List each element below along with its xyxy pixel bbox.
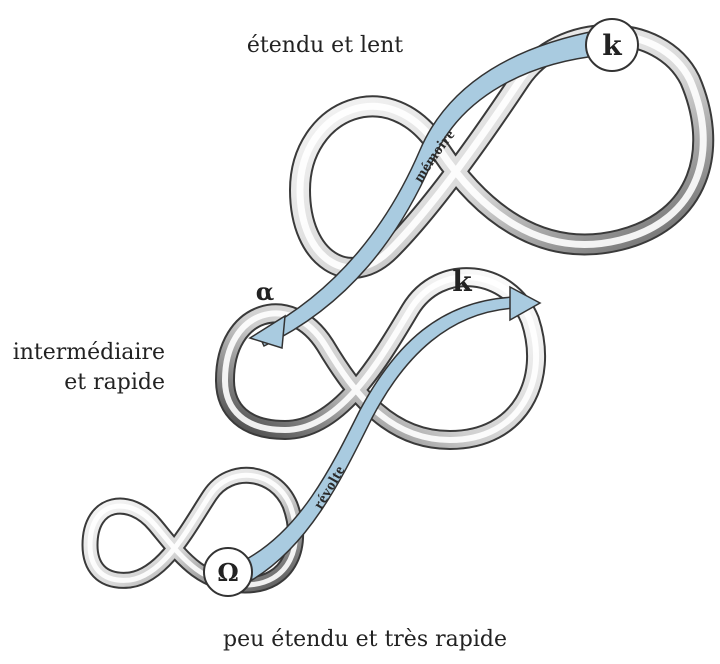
node-alpha-label: α [256, 277, 274, 306]
label-middle-line2: et rapide [64, 370, 165, 395]
loop-small [81, 466, 305, 594]
node-k-middle-label: k [452, 265, 472, 298]
label-top: étendu et lent [247, 33, 403, 58]
node-k-top: k [585, 18, 639, 72]
node-omega-label: Ω [217, 558, 238, 587]
node-omega: Ω [203, 547, 253, 597]
label-middle-line1: intermédiaire [13, 340, 165, 365]
node-k-top-label: k [602, 29, 622, 62]
label-bottom: peu étendu et très rapide [223, 627, 507, 652]
loop-medium [215, 267, 547, 450]
